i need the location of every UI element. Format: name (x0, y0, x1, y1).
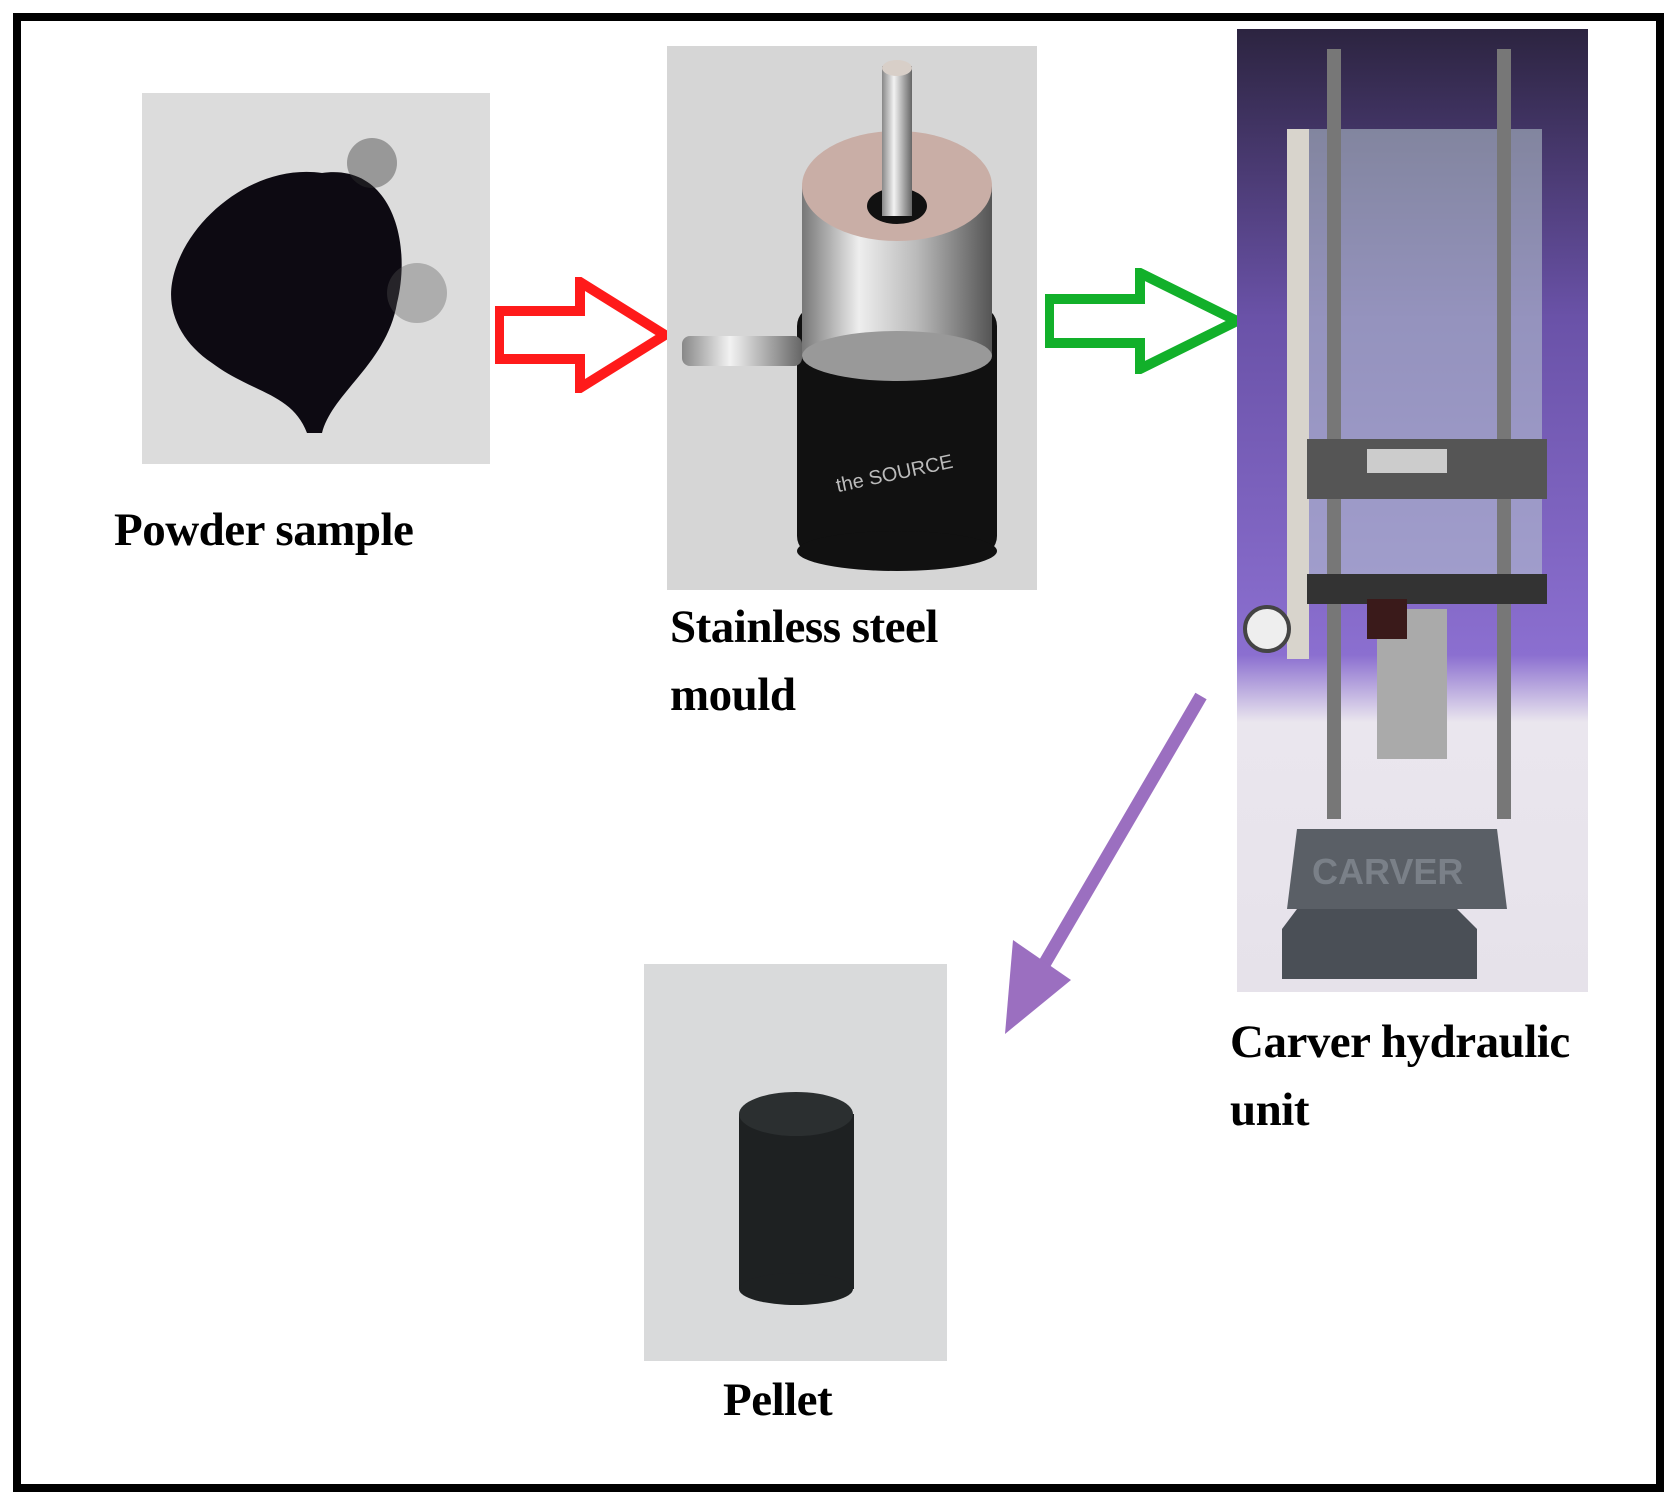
pellet-label: Pellet (723, 1366, 833, 1434)
label-line: unit (1230, 1084, 1309, 1136)
carver-hydraulic-unit-photo: CARVER (1237, 29, 1588, 992)
label-line: mould (670, 669, 796, 721)
stainless-steel-mould-photo: the SOURCE (667, 46, 1037, 590)
label-line: Carver hydraulic (1230, 1016, 1570, 1068)
carver-hydraulic-unit-label: Carver hydraulic unit (1230, 1008, 1570, 1144)
pellet-photo (644, 964, 947, 1361)
powder-sample-photo (142, 93, 490, 464)
figure-border (13, 13, 1664, 1492)
label-line: Stainless steel (670, 601, 938, 653)
green-arrow-icon (1045, 268, 1243, 374)
stainless-steel-mould-label: Stainless steel mould (670, 593, 938, 729)
powder-sample-label: Powder sample (114, 496, 414, 564)
label-line: Powder sample (114, 504, 414, 556)
label-line: Pellet (723, 1374, 833, 1426)
red-arrow-icon (495, 277, 670, 393)
purple-arrow-icon (995, 690, 1210, 1040)
press-brand-text: CARVER (1312, 851, 1463, 892)
